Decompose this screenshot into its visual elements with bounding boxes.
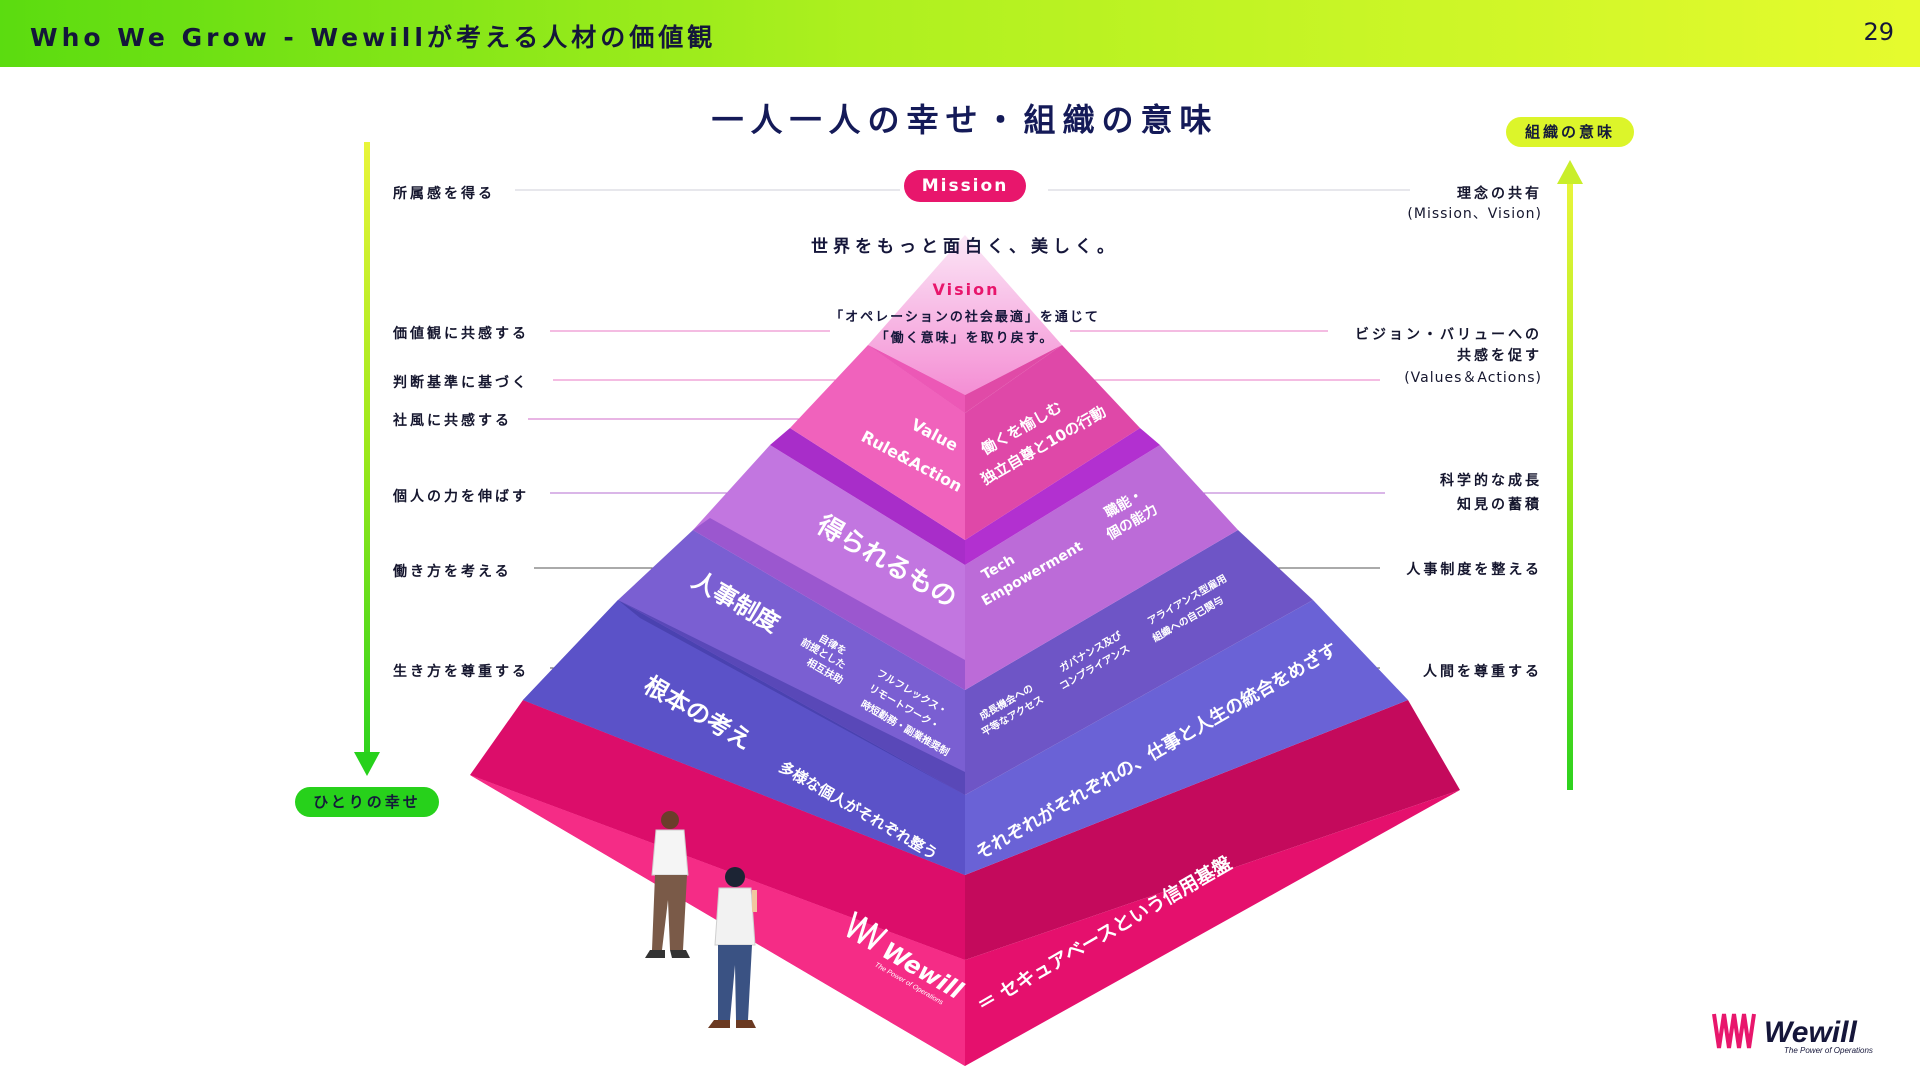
mission-statement: 世界をもっと面白く、美しく。 xyxy=(811,237,1119,257)
individual-arrow-head xyxy=(354,752,380,776)
organization-arrow-head xyxy=(1557,160,1583,184)
people-illustration xyxy=(645,811,757,1028)
tier-vision xyxy=(868,235,1062,413)
mission-badge: Mission xyxy=(904,170,1026,202)
organization-arrow xyxy=(1567,180,1573,790)
label-respect-humans: 人間を尊重する xyxy=(1423,664,1542,680)
person-left xyxy=(645,811,690,958)
label-values-actions-sub: (Values＆Actions) xyxy=(1404,370,1542,386)
organization-meaning-pill: 組織の意味 xyxy=(1506,117,1634,147)
wewill-logo-text: Wewill xyxy=(1764,1016,1857,1049)
wewill-logo-mark-icon xyxy=(1712,1013,1756,1049)
label-mission-vision-sub: (Mission、Vision) xyxy=(1407,206,1542,222)
label-hr-system: 人事制度を整える xyxy=(1406,562,1542,578)
header-bar: Who We Grow - Wewillが考える人材の価値観 29 xyxy=(0,0,1920,67)
person-right xyxy=(708,867,757,1028)
tier-hr xyxy=(618,530,1313,795)
guide-lines xyxy=(515,189,1410,669)
page-number: 29 xyxy=(1863,18,1894,46)
individual-happiness-pill: ひとりの幸せ xyxy=(295,787,439,817)
label-grow-individual: 個人の力を伸ばす xyxy=(393,489,529,505)
main-title: 一人一人の幸せ・組織の意味 xyxy=(711,101,1219,139)
vision-statement-line1: 「オペレーションの社会最適」を通じて xyxy=(830,310,1100,325)
label-vision-value-empathy: ビジョン・バリューへの xyxy=(1355,327,1542,343)
label-company-culture: 社風に共感する xyxy=(393,413,512,429)
header-title: Who We Grow - Wewillが考える人材の価値観 xyxy=(30,23,717,52)
label-respect-life: 生き方を尊重する xyxy=(393,664,529,680)
wewill-mark-icon xyxy=(846,911,889,951)
label-judgment-criteria: 判断基準に基づく xyxy=(393,375,529,391)
label-scientific-growth: 科学的な成長 xyxy=(1440,473,1542,489)
label-share-values: 価値観に共感する xyxy=(393,326,529,342)
label-work-style: 働き方を考える xyxy=(393,564,512,580)
label-knowledge-accumulation: 知見の蓄積 xyxy=(1457,497,1542,513)
wewill-logo-tagline: The Power of Operations xyxy=(1784,1046,1873,1055)
individual-arrow xyxy=(364,142,370,762)
tier-gain xyxy=(693,428,1238,690)
vision-statement-line2: 「働く意味」を取り戻す。 xyxy=(875,331,1055,346)
label-share-philosophy: 理念の共有 xyxy=(1457,186,1542,202)
label-promote-empathy: 共感を促す xyxy=(1457,348,1542,364)
wewill-logo: Wewill The Power of Operations xyxy=(1712,1013,1873,1055)
label-belonging: 所属感を得る xyxy=(393,186,495,202)
vision-title: Vision xyxy=(932,280,1000,299)
